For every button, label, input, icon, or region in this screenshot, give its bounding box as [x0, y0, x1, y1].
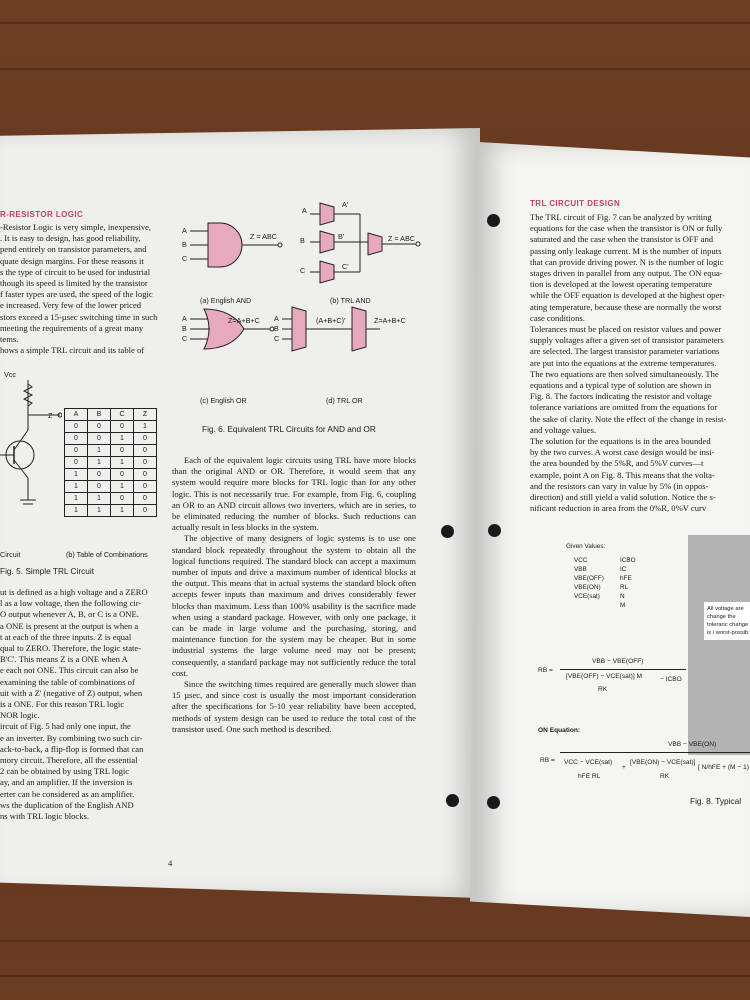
input-c-label: C [182, 254, 188, 263]
on-eq-term2-den: RK [660, 773, 670, 780]
col1-bottom-text: ut is defined as a high voltage and a ZE… [0, 587, 148, 822]
english-or-gate [190, 308, 275, 350]
fig8-graph-area [688, 535, 750, 755]
trl-or-caption: (d) TRL OR [326, 396, 363, 405]
on-eq-term1-den: hFE RL [578, 773, 601, 780]
on-eq-lhs: RB = [540, 757, 555, 764]
binder-hole [441, 525, 454, 538]
or-input-b-label: B [182, 324, 187, 333]
section-heading-trl: R-RESISTOR LOGIC [0, 210, 84, 219]
on-eq-term3: [ N/hFE + (M − 1) [698, 764, 749, 771]
off-eq-lhs: RB = [538, 667, 553, 674]
trl-or-input-a-label: A [274, 314, 279, 323]
on-eq-numerator: VBB − VBE(ON) [668, 741, 717, 748]
wood-grain [0, 22, 750, 24]
binder-hole [488, 524, 501, 537]
or-output-label: Z=A+B+C [228, 316, 260, 325]
right-page [470, 142, 750, 917]
c-prime-label: C' [342, 262, 349, 271]
trl-input-b-label: B [300, 236, 305, 245]
b-prime-label: B' [338, 232, 345, 241]
binder-hole [487, 796, 500, 809]
trl-and-output-label: Z = ABC [388, 234, 415, 243]
off-eq-denominator-c: − ICBO [660, 676, 682, 683]
binder-hole [487, 214, 500, 227]
wood-grain [0, 68, 750, 70]
fig6-logic-diagrams [190, 202, 421, 352]
on-eq-term1-num: VCC − VCE(sat) [564, 759, 613, 766]
and-caption: (a) English AND [200, 296, 252, 305]
right-page-text: The TRL circuit of Fig. 7 can be analyze… [530, 212, 727, 514]
col2-text: Each of the equivalent logic circuits us… [172, 455, 416, 734]
off-eq-denominator-a: [VBE(OFF) − VCE(sat)] M [566, 673, 643, 680]
wood-grain [0, 940, 750, 942]
trl-and-gates [310, 202, 421, 284]
on-eq-fraction-bar [560, 752, 750, 753]
trl-and-caption: (b) TRL AND [330, 296, 371, 305]
on-eq-title: ON Equation: [538, 727, 581, 734]
wood-grain [0, 975, 750, 977]
fig8-caption: Fig. 8. Typical [690, 796, 742, 806]
output-z-label: Z [48, 411, 53, 420]
input-a-label: A [182, 226, 187, 235]
or-input-c-label: C [182, 334, 188, 343]
page-number: 4 [168, 858, 173, 868]
trl-or-input-b-label: B [274, 324, 279, 333]
section-heading-trl-design: TRL CIRCUIT DESIGN [530, 199, 621, 208]
off-eq-denominator-b: RK [598, 686, 608, 693]
fig5-caption: Fig. 5. Simple TRL Circuit [0, 566, 95, 576]
or-input-a-label: A [182, 314, 187, 323]
binder-hole [446, 794, 459, 807]
trl-or-output-label: Z=A+B+C [374, 316, 406, 325]
fig6-caption: Fig. 6. Equivalent TRL Circuits for AND … [202, 424, 376, 434]
tolerance-note: All voltage are change the toleranc chan… [704, 602, 750, 640]
a-prime-label: A' [342, 200, 349, 209]
off-eq-numerator: VBB − VBE(OFF) [592, 658, 644, 665]
table-caption: (b) Table of Combinations [66, 550, 148, 559]
off-eq-fraction-bar [560, 669, 686, 670]
given-values-title: Given Values: [566, 543, 606, 550]
trl-input-c-label: C [300, 266, 306, 275]
vcc-label: Vcc [4, 370, 16, 379]
trl-or-input-c-label: C [274, 334, 280, 343]
and-output-label: Z = ABC [250, 232, 277, 241]
trl-input-a-label: A [302, 206, 307, 215]
trl-circuit-schematic [0, 380, 62, 505]
col1-top-text: -Resistor Logic is very simple, inexpens… [0, 222, 158, 356]
input-b-label: B [182, 240, 187, 249]
on-eq-term2-num: [VBE(ON) − VCE(sat)] [630, 759, 696, 766]
english-and-gate [190, 222, 283, 268]
trl-or-gates [282, 306, 380, 352]
circuit-caption: Circuit [0, 550, 21, 559]
on-eq-plus: + [622, 764, 626, 771]
or-caption: (c) English OR [200, 396, 247, 405]
trl-or-mid-label: (A+B+C)' [316, 316, 346, 325]
